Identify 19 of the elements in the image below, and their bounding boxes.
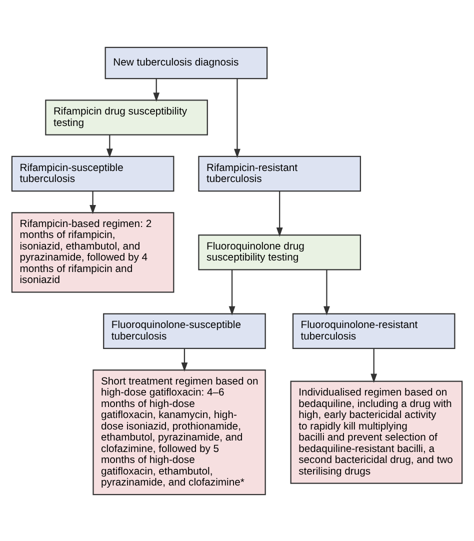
node-box: Individualised regimen based on bedaquiline, including a drug with high, early bactericidal activity to rapidly kill multiplying bacilli and prevent selection of bedaquiline-resistant bacilli, a second bactericidal drug, and two sterilising drugs — [290, 380, 463, 484]
node-box: Rifampicin-resistant tuberculosis — [198, 155, 361, 192]
arrow — [370, 348, 378, 382]
arrow — [324, 269, 330, 315]
node-box: Rifampicin drug susceptibility testing — [45, 99, 208, 135]
arrow — [228, 269, 236, 315]
node-box: Rifampicin-susceptible tuberculosis — [11, 155, 174, 192]
node-box: Fluoroquinolone-susceptible tuberculosis — [103, 312, 266, 348]
node-box: New tuberculosis diagnosis — [104, 46, 268, 79]
arrow — [153, 78, 160, 102]
arrow — [234, 78, 240, 158]
node-box: Rifampicin-based regimen: 2 months of rifampicin, isoniazid, ethambutol, and pyrazinamide, followed by 4 months of rifampicin and isoniazid — [11, 212, 174, 292]
node-box: Short treatment regimen based on high-dose gatifloxacin: 4–6 months of high-dose gatifloxacin, kanamycin, high-dose isoniazid, prothionamide, ethambutol, pyrazinamide, and clofazimine, followed by 5 months of high-dose gatifloxacin, ethambutol, pyrazinamide, and clofazimine* — [92, 368, 266, 495]
node-box: Fluoroquinolone-resistant tuberculosis — [292, 312, 456, 348]
arrow — [276, 190, 283, 236]
arrow — [90, 190, 96, 214]
node-box: Fluoroquinolone drug susceptibility testing — [198, 234, 361, 270]
arrow — [106, 134, 113, 158]
arrow — [181, 348, 188, 372]
